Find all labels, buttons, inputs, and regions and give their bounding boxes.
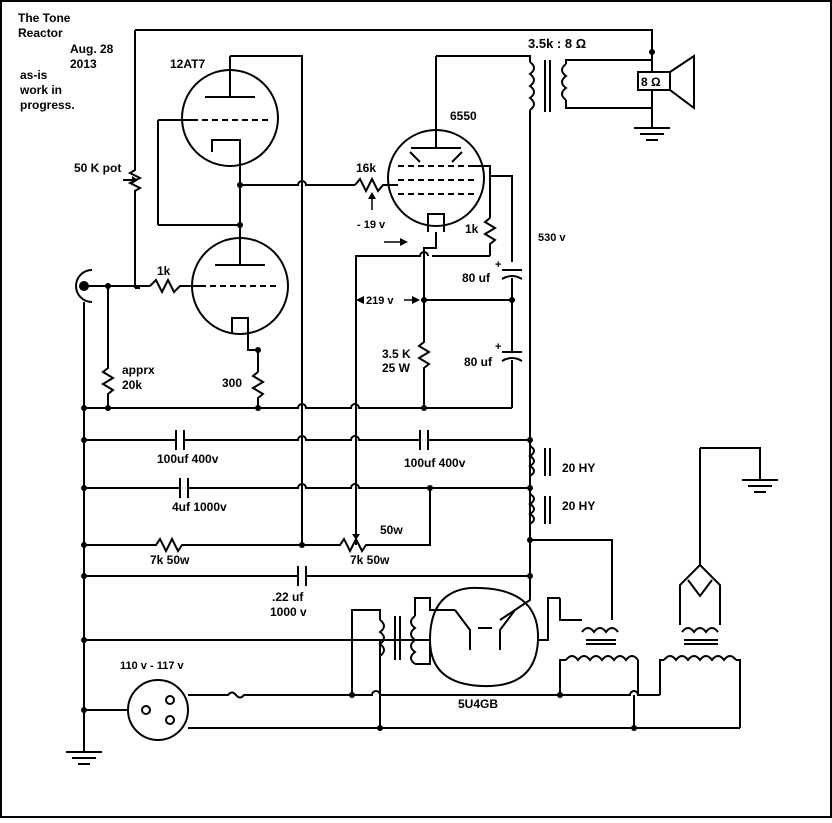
mains-connector [127,679,189,741]
label-r-apprx-1: apprx [122,363,155,377]
speaker [637,52,695,128]
status-line-3: progress. [20,98,75,112]
ground-symbol-filament [742,479,778,493]
status-line-2: work in [19,83,62,97]
label-grid-bias: - 19 v [357,219,386,231]
input-jack [75,269,150,640]
label-speaker: 8 Ω [641,75,661,89]
label-cap-80uf-top: 80 uf [462,271,491,285]
label-cap-022-1: .22 uf [272,590,304,604]
pot-50k [123,29,653,288]
date-line-1: Aug. 28 [70,42,114,56]
rectifier-transformer [351,597,455,695]
title-line-1: The Tone [18,11,71,25]
wire-coupling [240,180,355,186]
label-plate-voltage: 530 v [538,232,566,244]
label-cap-100uf-left: 100uf 400v [157,452,219,466]
resistor-3-5k [417,300,431,408]
row-7k-resistors [84,488,431,554]
tube-5u4gb [428,586,540,688]
wire-12at7-plate [230,55,303,545]
choke-20hy-1 [528,445,551,477]
label-r-16k: 16k [356,161,376,175]
row-4uf-cap [84,478,530,498]
label-r-1k-input: 1k [157,264,171,278]
label-r-3-5k-2: 25 W [382,361,411,375]
capacitor-80uf-top [501,269,523,300]
label-choke-1: 20 HY [562,461,595,475]
resistor-apprx-20k [101,286,115,408]
status-line-1: as-is [20,68,48,82]
svg-text:+: + [495,341,501,353]
resistor-16k [354,176,398,194]
label-pot-50k: 50 K pot [74,161,121,175]
wire-6550-cathode [423,232,437,300]
label-cap-100uf-right: 100uf 400v [404,456,466,470]
label-r-7k-right-power: 50w [380,523,403,537]
label-r-7k-left: 7k 50w [150,553,190,567]
wire-ground-bus-1 [84,403,424,409]
label-r-7k-right: 7k 50w [350,553,390,567]
tube-12at7-lower [191,185,289,372]
row-100uf-caps [84,430,530,450]
label-r-1k-screen: 1k [465,222,479,236]
label-cap-4uf: 4uf 1000v [172,500,227,514]
label-12at7: 12AT7 [170,57,205,71]
label-output-transformer: 3.5k : 8 Ω [528,36,586,51]
tube-6550 [387,56,491,232]
tube-12at7-upper [157,56,279,226]
label-6550: 6550 [450,109,477,123]
capacitor-80uf-bottom [501,300,523,408]
ground-symbol-chassis [66,751,102,765]
label-r-300: 300 [222,376,242,390]
label-cap-80uf-bottom: 80 uf [464,355,493,369]
output-transformer [436,55,652,545]
label-mains: 110 v - 117 v [120,660,184,672]
resistor-300 [251,371,265,408]
title-block: The Tone Reactor Aug. 28 2013 as-is work… [18,11,114,112]
label-choke-2: 20 HY [562,499,595,513]
svg-text:+: + [495,259,501,271]
row-022uf-cap [84,540,531,586]
title-line-2: Reactor [18,26,63,40]
filament-transformer-1 [559,598,639,695]
wire-mains-hot [352,690,560,696]
filament-transformer-2 [659,447,761,728]
choke-20hy-2 [528,493,551,525]
date-line-2: 2013 [70,57,97,71]
fuse [188,691,352,699]
label-cathode-voltage: 219 v [366,295,394,307]
label-r-3-5k-1: 3.5 K [382,347,411,361]
resistor-1k-screen [483,217,497,256]
label-cap-022-2: 1000 v [270,605,307,619]
label-5u4gb: 5U4GB [458,697,498,711]
ground-symbol-speaker [634,127,670,141]
wire-bias-feed [355,251,429,545]
resistor-1k-input [149,277,200,295]
label-r-apprx-2: 20k [122,378,142,392]
